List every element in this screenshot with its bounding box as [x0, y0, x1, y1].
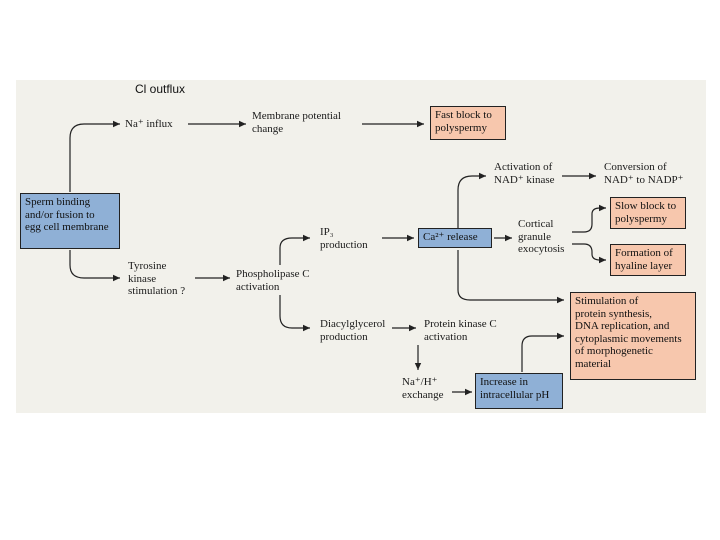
diacylglycerol-label: Diacylglycerol production	[320, 318, 386, 343]
membrane-potential-label: Membrane potential change	[252, 110, 341, 135]
ip3-label: IP₃ production	[320, 226, 368, 251]
ca-release-box: Ca²⁺ release	[418, 228, 492, 248]
stimulation-box: Stimulation of protein synthesis, DNA re…	[570, 292, 696, 380]
intracellular-ph-box: Increase in intracellular pH	[475, 373, 563, 409]
arrow-plc-to-ip3	[279, 234, 310, 265]
arrow-ph-to-stimulation	[521, 332, 564, 372]
phospholipase-label: Phospholipase C activation	[236, 268, 310, 293]
arrow-sperm-to-na-influx	[69, 120, 120, 192]
arrow-plc-to-dag	[279, 295, 310, 332]
tyrosine-kinase-label: Tyrosine kinase stimulation ?	[128, 260, 186, 297]
cortical-granule-label: Cortical granule exocytosis	[518, 218, 565, 255]
arrow-cortical-to-hyaline	[572, 243, 606, 264]
hyaline-layer-box: Formation of hyaline layer	[610, 244, 686, 276]
na-h-exchange-label: Na⁺/H⁺ exchange	[402, 376, 444, 401]
slow-block-box: Slow block to polyspermy	[610, 197, 686, 229]
nad-kinase-label: Activation of NAD⁺ kinase	[494, 161, 555, 186]
nadp-conversion-label: Conversion of NAD⁺ to NADP⁺	[604, 161, 684, 186]
protein-kinase-c-label: Protein kinase C activation	[424, 318, 497, 343]
arrow-cortical-to-slow-block	[572, 204, 606, 233]
cl-outflux-caption: Cl outflux	[135, 82, 186, 96]
arrow-ca-to-nad-kinase	[457, 172, 486, 228]
na-influx-label: Na⁺ influx	[125, 118, 173, 130]
sperm-binding-box: Sperm binding and/or fusion to egg cell …	[20, 193, 120, 249]
arrow-ca-to-stimulation	[457, 250, 564, 304]
arrow-sperm-to-tyrosine	[69, 250, 120, 282]
fast-block-box: Fast block to polyspermy	[430, 106, 506, 140]
